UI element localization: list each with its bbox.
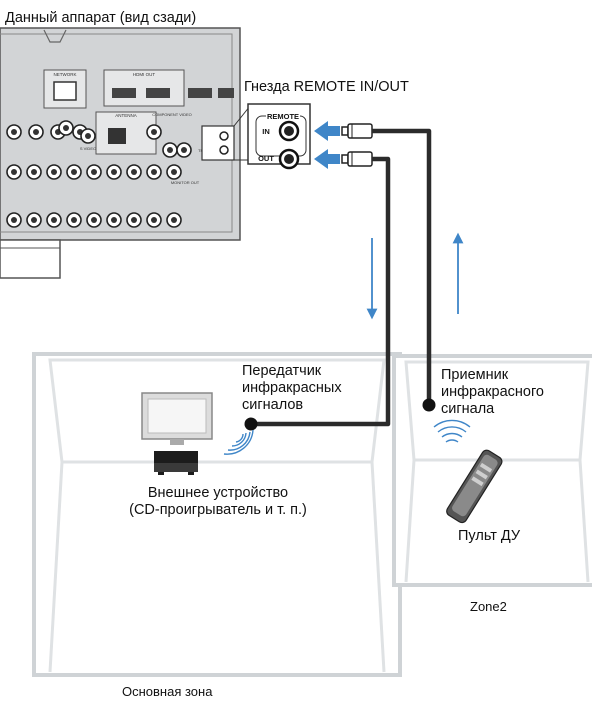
rca-jack-core (11, 217, 17, 223)
rca-jack-core (171, 217, 177, 223)
transmitter-cable (251, 156, 391, 427)
external-device-line2: (CD-проигрыватель и т. п.) (129, 502, 307, 518)
rca-jack-core (151, 217, 157, 223)
rca-jack-core (11, 129, 17, 135)
rca-jack-core (151, 129, 157, 135)
rca-jack-core (11, 169, 17, 175)
rca-jack-core (71, 217, 77, 223)
transmitter-label-line3: сигналов (242, 397, 304, 413)
rca-jack-core (131, 217, 137, 223)
rca-jack-core (63, 125, 69, 131)
ir-transmitter-waves (223, 429, 254, 455)
rca-jack-core (31, 217, 37, 223)
rca-jack-core (181, 147, 187, 153)
receiver-label-line3: сигнала (441, 401, 495, 417)
insert-arrow-out (314, 149, 340, 169)
rca-jack-core (33, 129, 39, 135)
jacks-caption: Гнезда REMOTE IN/OUT (244, 79, 409, 95)
rca-jack-core (31, 169, 37, 175)
zone2-label: Zone2 (470, 599, 507, 614)
external-device-label: Внешнее устройство (CD-проигрыватель и т… (60, 485, 376, 519)
monitor-out-label: MONITOR OUT (171, 180, 200, 185)
transmitter-end (244, 417, 258, 431)
remote-jack-zoom: REMOTE IN OUT (247, 103, 311, 170)
rca-jack-core (111, 169, 117, 175)
rca-jack-core (85, 133, 91, 139)
insert-arrow-in (314, 121, 340, 141)
antenna-label: ANTENNA (115, 113, 137, 118)
receiver-cable (372, 128, 432, 405)
rca-jack-core (151, 169, 157, 175)
receiver-label-line2: инфракрасного (441, 384, 544, 400)
component-video-label: COMPONENT VIDEO (152, 112, 192, 117)
external-device (141, 392, 213, 475)
s-video-label: S VIDEO (80, 146, 96, 151)
network-label: NETWORK (54, 72, 77, 77)
rca-jack-core (51, 217, 57, 223)
external-device-line1: Внешнее устройство (147, 485, 289, 501)
main-zone-label: Основная зона (122, 684, 213, 699)
remote-in-label: IN (262, 127, 270, 136)
rca-jack-core (131, 169, 137, 175)
remote-control-label: Пульт ДУ (458, 528, 521, 544)
rca-jack-core (111, 217, 117, 223)
remote-control-device (446, 449, 503, 524)
remote-out-label: OUT (258, 154, 274, 163)
rca-jack-core (51, 169, 57, 175)
receiver-label: Приемник инфракрасного сигнала (441, 367, 544, 418)
receiver-end (422, 398, 436, 412)
remote-title: REMOTE (267, 112, 299, 121)
rear-panel: NETWORK HDMI OUT ANTENNA S VIDEO COMPONE… (0, 27, 241, 279)
ir-remote-waves (433, 419, 471, 443)
transmitter-label: Передатчик инфракрасных сигналов (242, 363, 342, 414)
transmitter-label-line1: Передатчик (242, 363, 322, 379)
receiver-label-line1: Приемник (441, 367, 509, 383)
main-zone-room (32, 352, 402, 677)
rca-plug-out (341, 151, 373, 167)
rca-jack-grid (6, 120, 192, 228)
rca-jack-core (71, 169, 77, 175)
rca-jack-core (167, 147, 173, 153)
rear-panel-caption: Данный аппарат (вид сзади) (5, 10, 197, 26)
zone2-room (392, 354, 592, 587)
hdmi-out-label: HDMI OUT (133, 72, 155, 77)
transmitter-label-line2: инфракрасных (242, 380, 342, 396)
rca-jack-core (171, 169, 177, 175)
rca-plug-in (341, 123, 373, 139)
rca-jack-core (91, 169, 97, 175)
rca-jack-core (91, 217, 97, 223)
